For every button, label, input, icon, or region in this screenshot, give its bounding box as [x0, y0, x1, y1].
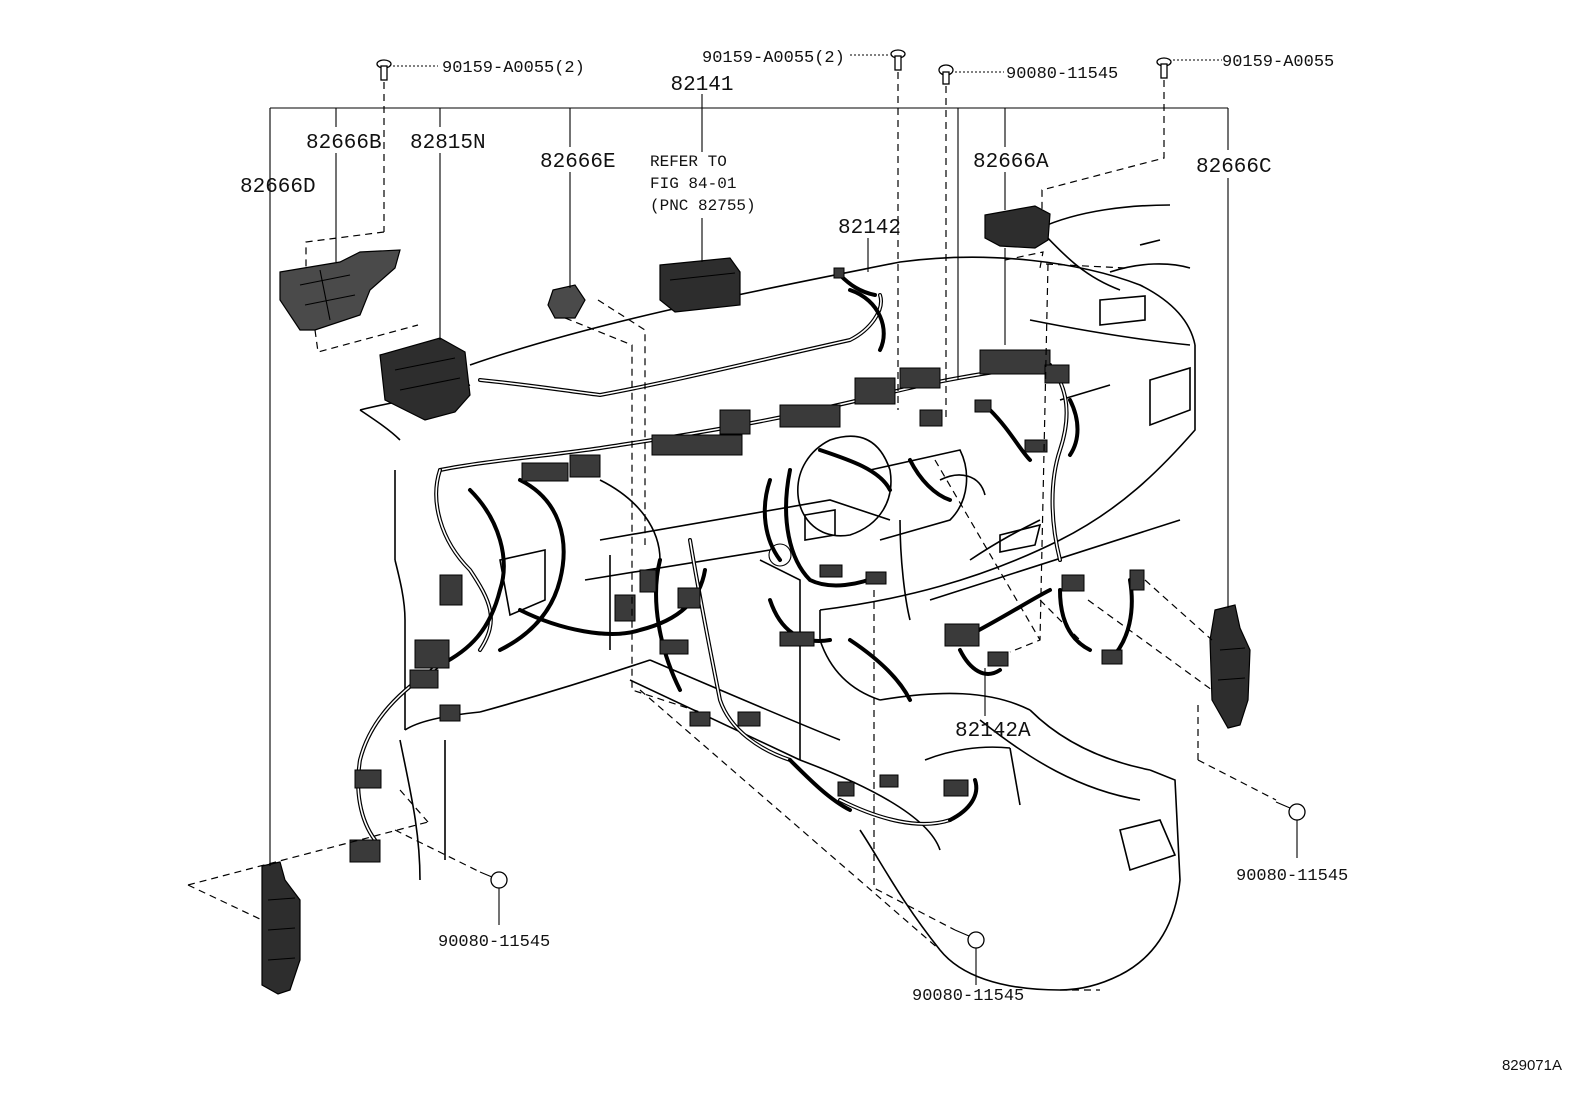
screw-top-mid-icon: [890, 49, 906, 71]
bracket-82666A-shape: [984, 205, 1051, 249]
label-screw-top-left: 90159-A0055(2): [442, 59, 585, 78]
block-82815N-shape: [379, 337, 471, 421]
label-82142A: 82142A: [955, 720, 1031, 743]
leader-lines: [269, 54, 1298, 985]
label-screw-top-mid: 90159-A0055(2): [702, 49, 845, 68]
label-82666C: 82666C: [1196, 156, 1272, 179]
screw-top-left-icon: [376, 59, 392, 81]
screw-top-right-icon: [1156, 57, 1172, 79]
label-82141: 82141: [670, 74, 733, 97]
bracket-82666C-shape: [1209, 604, 1251, 729]
bolt-top-right-mid-icon: [938, 64, 954, 85]
label-82815N: 82815N: [410, 132, 486, 155]
bolt-bottom-right-icon: [1275, 801, 1306, 821]
label-82142: 82142: [838, 217, 901, 240]
bolt-bottom-left-icon: [479, 871, 508, 889]
label-82666B: 82666B: [306, 132, 382, 155]
instrument-panel-outline: [359, 204, 1196, 991]
module-82755-shape: [659, 257, 741, 313]
figure-id: 829071A: [1502, 1057, 1562, 1074]
label-screw-top-right: 90159-A0055: [1222, 53, 1334, 72]
label-bolt-bottom-mid: 90080-11545: [912, 987, 1024, 1006]
label-82666A: 82666A: [973, 151, 1049, 174]
harness-connectors: [349, 349, 1145, 863]
harness-82142-shape: [833, 267, 877, 297]
label-bolt-bottom-left: 90080-11545: [438, 933, 550, 952]
label-bolt-bottom-right: 90080-11545: [1236, 867, 1348, 886]
installation-dashed-lines: [187, 72, 1277, 991]
label-82666D: 82666D: [240, 176, 316, 199]
reference-line-3: (PNC 82755): [650, 197, 756, 215]
label-bolt-top-right-mid: 90080-11545: [1006, 65, 1118, 84]
reference-line-1: REFER TO: [650, 153, 727, 171]
reference-line-2: FIG 84-01: [650, 175, 736, 193]
bracket-82666B-shape: [279, 249, 401, 331]
bolt-bottom-mid-icon: [954, 929, 985, 949]
label-82666E: 82666E: [540, 151, 616, 174]
bracket-82666D-shape: [261, 861, 301, 995]
clamp-82666E-shape: [547, 284, 586, 319]
